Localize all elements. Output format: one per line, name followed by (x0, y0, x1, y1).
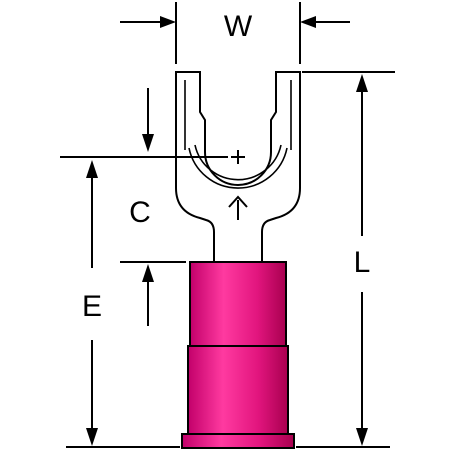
e-arrow-down-icon (86, 428, 98, 446)
c-arrow-up-icon (142, 264, 154, 282)
l-dimension: L (302, 71, 395, 446)
e-arrow-up-icon (86, 160, 98, 178)
insulation-sleeve (181, 261, 295, 449)
sleeve-flange (181, 433, 295, 449)
w-label: W (224, 10, 253, 43)
slot-outer-arc (194, 144, 282, 181)
l-label: L (354, 246, 371, 279)
up-arrow-head (228, 195, 248, 208)
c-dimension: C (120, 88, 186, 326)
e-label: E (82, 290, 102, 323)
c-arrow-down-icon (142, 134, 154, 152)
w-dimension: W (120, 2, 350, 64)
w-arrow-left-icon (160, 16, 176, 28)
c-label: C (129, 196, 151, 229)
slot-outer-arc-2 (188, 147, 288, 189)
e-dimension: E (82, 160, 102, 446)
l-arrow-up-icon (356, 74, 368, 92)
sleeve-upper (189, 261, 287, 347)
w-arrow-right-icon (300, 16, 316, 28)
fork-outline (175, 71, 301, 263)
sleeve-lower (187, 345, 289, 435)
spade-fork (175, 71, 301, 263)
l-arrow-down-icon (356, 428, 368, 446)
